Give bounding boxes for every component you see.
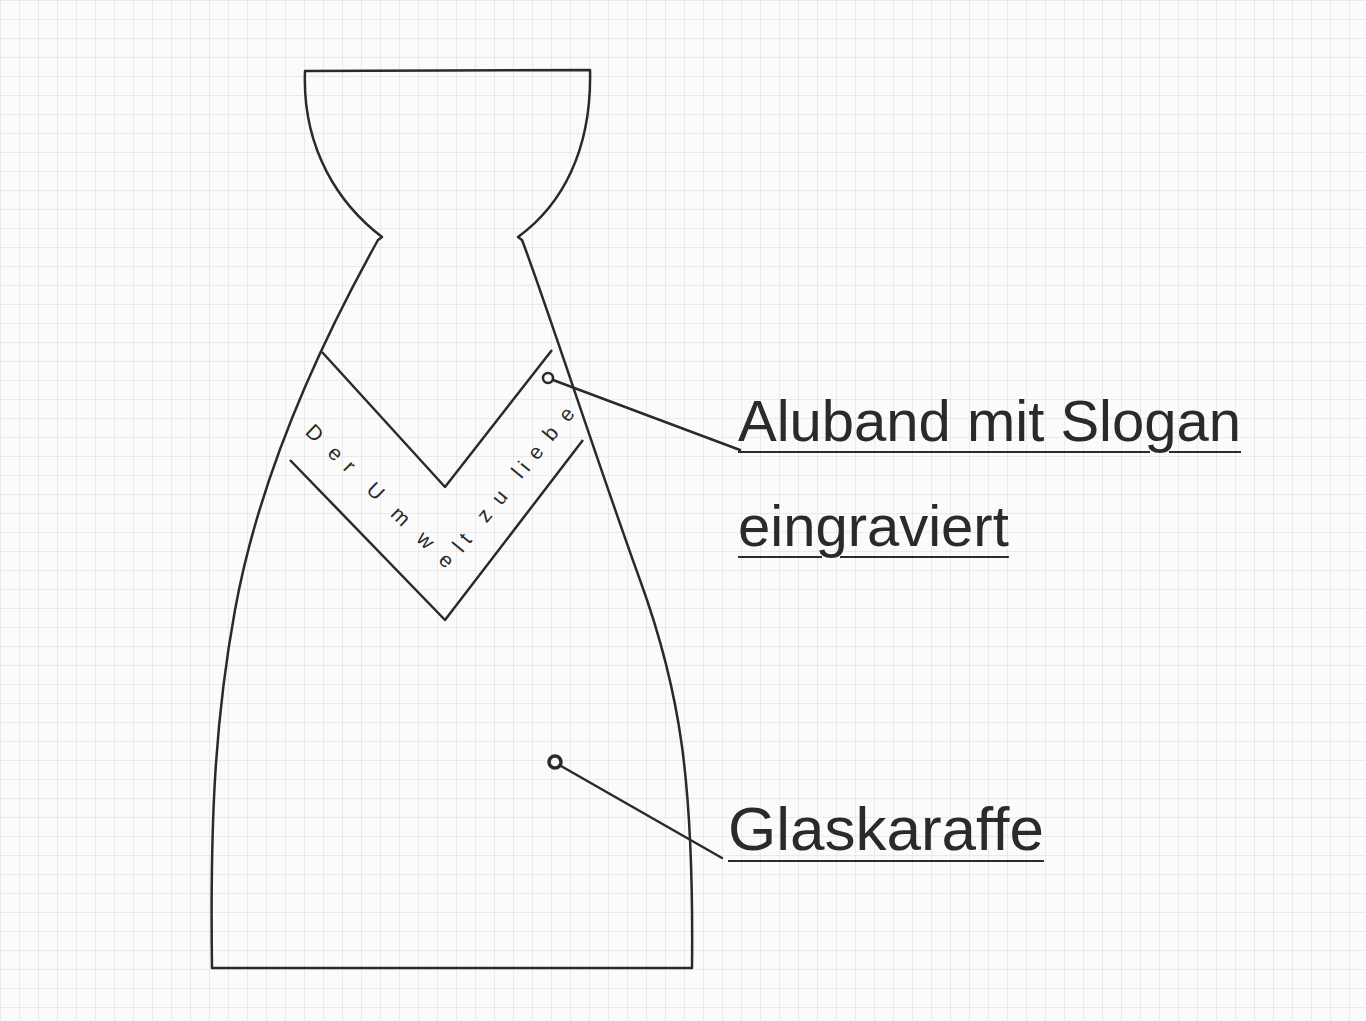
band-outline: [280, 340, 595, 630]
slogan-letter: u: [487, 485, 511, 507]
band-slogan: Der Umwelt zu liebe: [280, 340, 595, 630]
slogan-letter: [351, 466, 370, 485]
leader-dot: [549, 756, 561, 768]
callout-label: Aluband mit Slogan eingraviert: [738, 368, 1366, 578]
slogan-letter: r: [340, 456, 360, 476]
alu-band: Der Umwelt zu liebe: [280, 340, 595, 630]
slogan-letter: b: [538, 422, 562, 444]
slogan-letter: w: [413, 527, 439, 553]
leader-line: [561, 766, 722, 858]
slogan-letter: e: [324, 441, 347, 464]
callout-label: Glaskaraffe: [728, 792, 1188, 866]
slogan-letter: m: [387, 502, 414, 529]
slogan-letter: D: [302, 420, 328, 446]
slogan-letter: e: [523, 441, 547, 463]
band-edge: [322, 350, 552, 487]
slogan-letter: U: [363, 479, 389, 505]
slogan-letter: z: [472, 504, 495, 525]
slogan-letter: e: [554, 402, 578, 424]
leader-dot: [543, 373, 553, 383]
carafe-outline: [212, 70, 693, 968]
leader-line: [553, 380, 740, 450]
slogan-letter: e: [435, 548, 458, 571]
band-edge: [290, 440, 583, 620]
